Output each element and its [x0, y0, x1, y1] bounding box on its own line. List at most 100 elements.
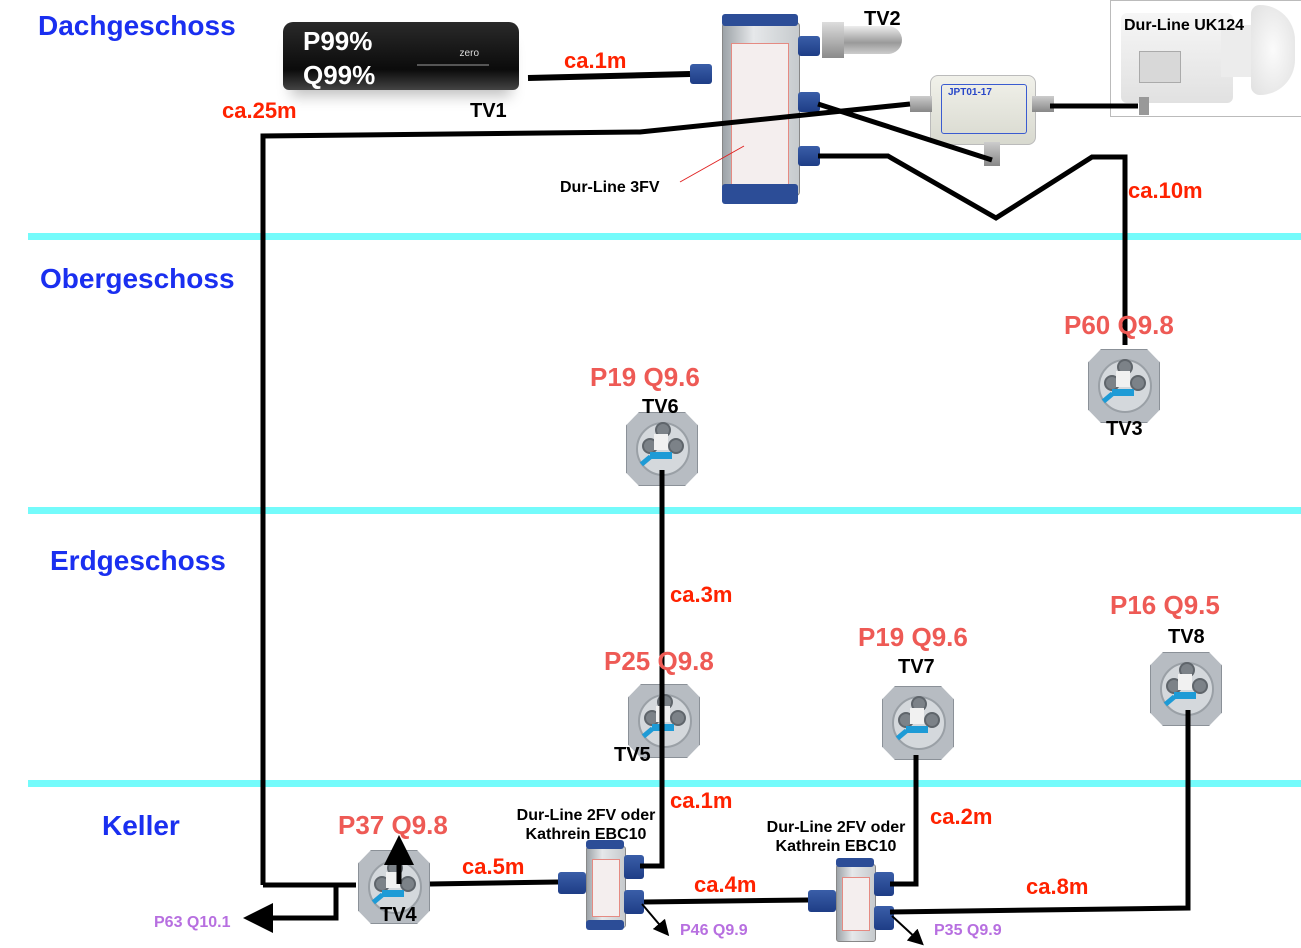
length-roof-to-tv3: ca.10m: [1128, 178, 1203, 203]
length-splitter2-to-tv7: ca.2m: [930, 804, 993, 829]
length-splitter1-to-tv5: ca.1m: [670, 788, 733, 813]
floor-label-dachgeschoss: Dachgeschoss: [38, 10, 236, 41]
socket-port-radio: [924, 712, 940, 728]
splitter-keller-1-label: Dur-Line 2FV oder Kathrein EBC10: [508, 806, 664, 844]
lnb-f-connector: [1139, 97, 1149, 115]
tap-label-frame: JPT01-17: [941, 84, 1027, 134]
cable-splitter2-to-tv8: [889, 710, 1191, 915]
measurement-tv5: P25 Q9.8: [604, 646, 714, 676]
satellite-receiver: zero P99% Q99%: [283, 22, 519, 90]
receiver-power-value: P99%: [303, 26, 373, 56]
cable-receiver-to-splitter: [527, 71, 691, 81]
lnb-type-plate: [1139, 51, 1181, 83]
splitter-keller-1-out1-connector: [624, 855, 644, 879]
splitter-roof-out3-connector: [798, 146, 820, 166]
socket-clip: [906, 726, 928, 733]
splitter-roof-top-tab: [722, 14, 798, 26]
measurement-splitter1-output: P46 Q9.9: [680, 922, 748, 939]
splitter-label-plate: [592, 859, 620, 917]
wall-socket-tv4: [352, 846, 434, 926]
splitter-keller-2-label-line2: Kathrein EBC10: [775, 838, 897, 855]
length-splitter1-to-splitter2: ca.4m: [694, 872, 757, 897]
length-receiver-to-splitter: ca.1m: [564, 48, 627, 73]
splitter-keller-1-label-line2: Kathrein EBC10: [525, 826, 647, 843]
wall-socket-tv8: [1144, 648, 1226, 728]
socket-port-radio: [668, 438, 684, 454]
measurement-splitter2-output: P35 Q9.9: [934, 922, 1002, 939]
floor-divider-dach-ober: [28, 233, 1301, 240]
tap-jpt01-17: JPT01-17: [930, 75, 1036, 145]
measurement-tv7: P19 Q9.6: [858, 622, 968, 652]
socket-clip: [650, 452, 672, 459]
receiver-quality-value: Q99%: [303, 60, 376, 90]
cable-keller-riser: [260, 101, 911, 885]
socket-port-radio: [1130, 375, 1146, 391]
length-roof-to-keller: ca.25m: [222, 98, 297, 123]
splitter-keller-2-label: Dur-Line 2FV oder Kathrein EBC10: [758, 818, 914, 856]
socket-clip: [1174, 692, 1196, 699]
tv2-f-plug-nut: [822, 22, 844, 58]
splitter-keller-2-label-line1: Dur-Line 2FV oder: [766, 819, 906, 836]
length-tv4-to-splitter1: ca.5m: [462, 854, 525, 879]
arrow-tv4-output: [243, 885, 339, 933]
splitter-keller-2-out2-connector: [874, 906, 894, 930]
splitter-keller-1-out2-connector: [624, 890, 644, 914]
splitter-keller-2-top-tab: [836, 858, 874, 867]
socket-port-radio: [670, 710, 686, 726]
socket-center: [1116, 371, 1130, 387]
socket-clip: [382, 890, 404, 897]
splitter-roof-label-plate: [731, 43, 789, 185]
splitter-keller-1: [586, 846, 626, 928]
socket-center: [1178, 674, 1192, 690]
floor-label-keller: Keller: [102, 810, 180, 841]
floor-label-obergeschoss: Obergeschoss: [40, 263, 235, 294]
length-tv5-to-tv6: ca.3m: [670, 582, 733, 607]
outlet-label-tv3: TV3: [1106, 418, 1143, 440]
measurement-tv8: P16 Q9.5: [1110, 590, 1220, 620]
outlet-label-tv7: TV7: [898, 656, 935, 678]
splitter-roof-label: Dur-Line 3FV: [560, 179, 660, 196]
splitter-keller-1-top-tab: [586, 840, 624, 849]
measurement-tv4: P37 Q9.8: [338, 810, 448, 840]
outlet-label-tv5: TV5: [614, 744, 651, 766]
measurement-tv4-output: P63 Q10.1: [154, 914, 231, 931]
outlet-label-tv8: TV8: [1168, 626, 1205, 648]
arrow-splitter1-output: [641, 903, 670, 937]
socket-center: [910, 708, 924, 724]
splitter-keller-2-out1-connector: [874, 872, 894, 896]
tap-output-stub: [1032, 96, 1054, 112]
cable-splitter2-to-tv7: [890, 755, 919, 887]
outlet-label-tv2: TV2: [864, 8, 901, 30]
tap-input-stub: [910, 96, 932, 112]
measurement-tv6: P19 Q9.6: [590, 362, 700, 392]
splitter-roof-bottom-tab: [722, 184, 798, 204]
wall-socket-tv3: [1082, 345, 1164, 425]
splitter-keller-1-label-line1: Dur-Line 2FV oder: [516, 807, 656, 824]
outlet-label-tv6: TV6: [642, 396, 679, 418]
splitter-label-plate: [842, 877, 870, 931]
cable-splitter-to-tap-branch: [817, 101, 993, 163]
splitter-keller-1-bottom-tab: [586, 920, 624, 930]
tap-model-text: JPT01-17: [948, 87, 992, 98]
lnb-feedhorn: [1251, 5, 1295, 95]
splitter-keller-2: [836, 864, 876, 942]
splitter-keller-2-input-connector: [808, 890, 836, 912]
splitter-roof-out2-connector: [798, 92, 820, 112]
socket-clip: [1112, 389, 1134, 396]
socket-port-radio: [1192, 678, 1208, 694]
splitter-keller-1-input-connector: [558, 872, 586, 894]
length-splitter2-to-tv8: ca.8m: [1026, 874, 1089, 899]
lnb-device: [1110, 0, 1301, 117]
cable-tv4-to-splitter1: [429, 879, 559, 887]
splitter-roof: [722, 22, 800, 196]
splitter-roof-out1-connector: [798, 36, 820, 56]
socket-center: [654, 434, 668, 450]
wall-socket-tv7: [876, 682, 958, 762]
lnb-label: Dur-Line UK124: [1124, 17, 1245, 34]
measurement-tv3: P60 Q9.8: [1064, 310, 1174, 340]
cable-tv5-to-tv6: [640, 470, 665, 869]
floor-label-erdgeschoss: Erdgeschoss: [50, 545, 226, 576]
outlet-label-tv4: TV4: [380, 904, 417, 926]
cable-splitter-to-tv3: [818, 153, 1128, 345]
